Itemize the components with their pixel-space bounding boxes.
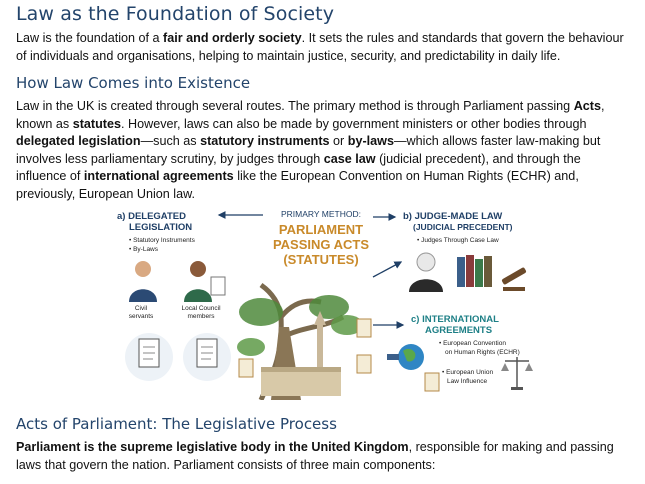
delegated-item-2: • By-Laws (129, 246, 159, 253)
section2-paragraph: Parliament is the supreme legislative bo… (16, 440, 614, 472)
civil-servants-line-2: servants (129, 313, 154, 320)
document-icon (125, 333, 231, 381)
international-item-1a: • European Convention (439, 340, 506, 347)
primary-line-2: PASSING ACTS (273, 237, 369, 252)
international-title-2: AGREEMENTS (425, 325, 492, 336)
judge-law-title-1: b) JUDGE-MADE LAW (403, 211, 502, 222)
delegated-item-1: • Statutory Instruments (129, 237, 196, 244)
judge-icon (409, 252, 527, 292)
section-heading-how-law: How Law Comes into Existence (16, 74, 251, 92)
scroll-icon (238, 318, 372, 378)
international-title-1: c) INTERNATIONAL (411, 314, 499, 325)
arrow-upper-right (372, 261, 403, 278)
international-item-2a: • European Union (442, 369, 493, 376)
civil-servant-icon (129, 261, 226, 302)
delegated-title-2: LEGISLATION (129, 222, 192, 233)
delegated-title-1: a) DELEGATED (117, 211, 186, 222)
primary-line-3: (STATUTES) (283, 252, 358, 267)
international-item-2b: Law Influence (447, 378, 487, 385)
page-title: Law as the Foundation of Society (16, 3, 335, 25)
council-members-line-1: Local Council (181, 305, 221, 312)
primary-line-1: PARLIAMENT (279, 222, 363, 237)
primary-method-label: PRIMARY METHOD: (281, 209, 361, 219)
tree-illustration (237, 282, 363, 400)
council-members-line-2: members (187, 313, 215, 320)
section-heading-acts: Acts of Parliament: The Legislative Proc… (16, 415, 337, 433)
section1-paragraph: Law in the UK is created through several… (16, 99, 605, 201)
judge-law-item-1: • Judges Through Case Law (417, 237, 499, 244)
international-item-1b: on Human Rights (ECHR) (445, 349, 520, 356)
law-sources-infographic: PRIMARY METHOD: PARLIAMENT PASSING ACTS … (111, 207, 551, 400)
civil-servants-line-1: Civil (135, 305, 148, 312)
judge-law-title-2: (JUDICIAL PRECEDENT) (413, 222, 513, 232)
balance-scale-icon (501, 357, 533, 390)
intro-paragraph: Law is the foundation of a fair and orde… (16, 31, 624, 63)
globe-icon (387, 344, 440, 392)
